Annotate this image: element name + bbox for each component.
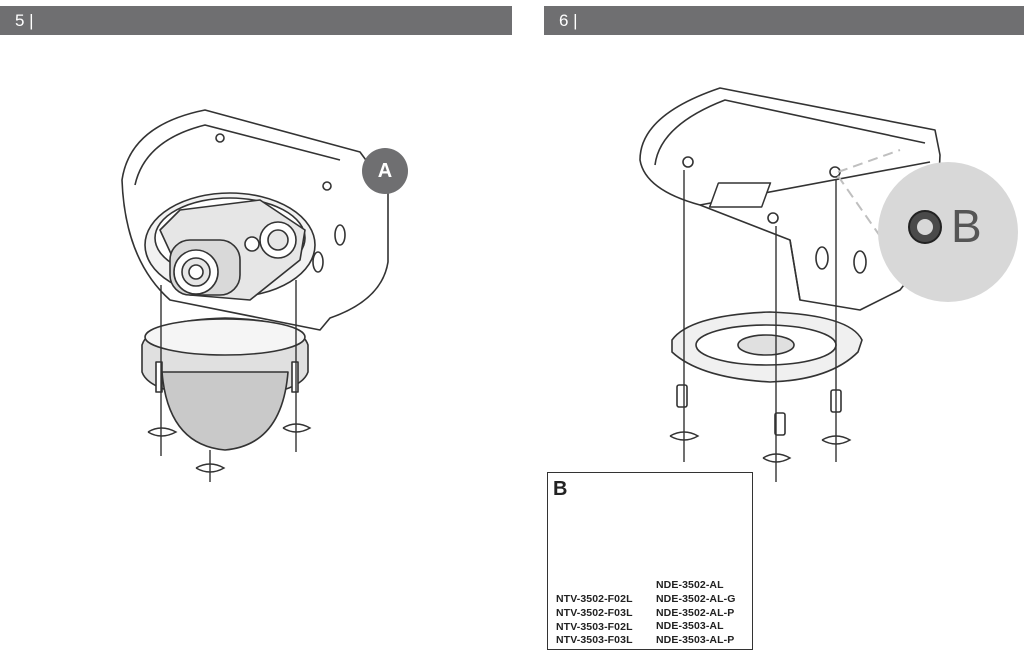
model-item: NTV-3502-F02L [556, 593, 633, 605]
step-5-label: 5 | [15, 11, 34, 30]
step-6-header: 6 | [544, 6, 1024, 35]
inset-title: B [553, 478, 568, 500]
model-item: NTV-3502-F03L [556, 606, 633, 619]
model-item: NDE-3503-AL-P [656, 634, 735, 647]
model-item: NTV-3503-F02L [556, 620, 633, 633]
step-5-header: 5 | [0, 6, 512, 35]
model-item: NDE-3502-AL [656, 579, 724, 591]
zoom-callout-b: B [951, 200, 982, 252]
callout-a: A [362, 148, 408, 194]
detail-zoom-circle [878, 162, 1018, 302]
model-item: NTV-3503-F03L [556, 634, 633, 647]
left-model-list: NTV-3502-F02L NTV-3502-F03L NTV-3503-F02… [556, 593, 633, 648]
model-item: NDE-3503-AL [656, 620, 724, 633]
right-model-list: NDE-3502-AL NDE-3502-AL-G NDE-3502-AL-P … [656, 579, 735, 648]
model-item: NDE-3502-AL-G [656, 592, 736, 605]
model-variants-inset: B NTV-3502-F02L NTV-3502-F03L NTV-3503-F… [547, 472, 753, 650]
model-item: NDE-3502-AL-P [656, 606, 735, 619]
step-6-label: 6 | [559, 11, 578, 30]
